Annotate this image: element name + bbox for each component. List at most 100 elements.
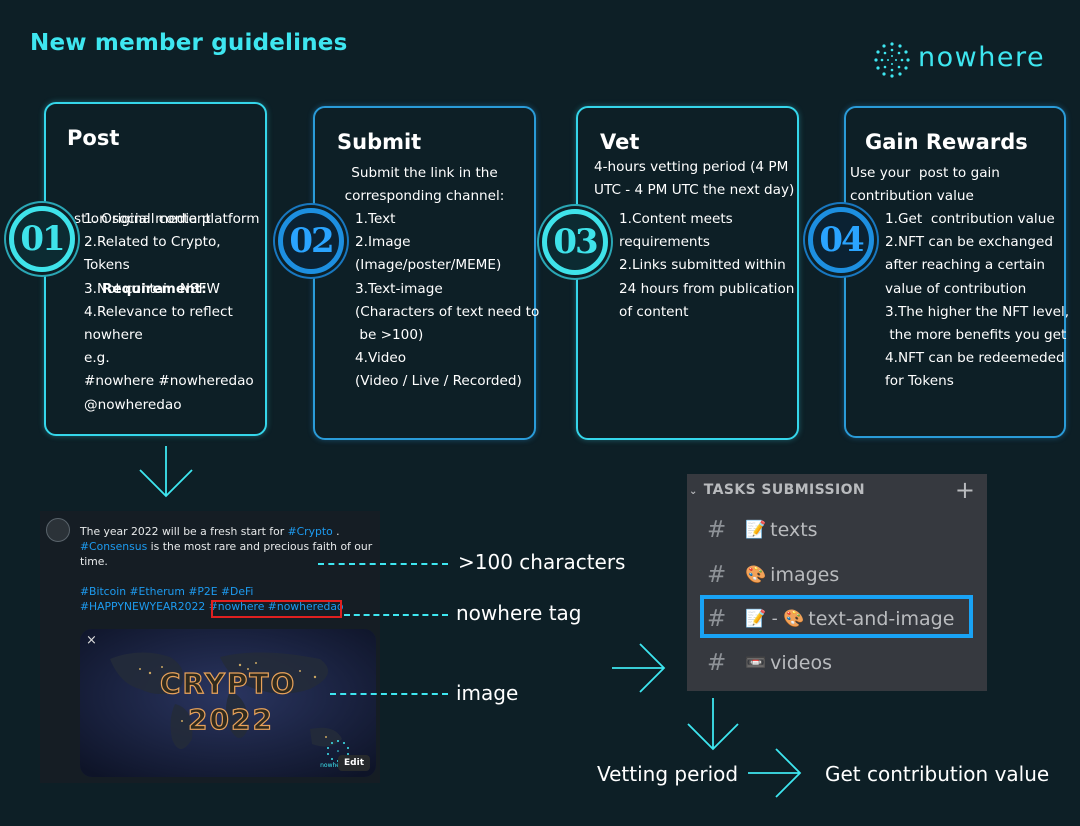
step-line: requirements <box>619 234 710 251</box>
channel-label: videos <box>770 652 832 674</box>
step-line: the more benefits you get <box>885 326 1067 343</box>
step-line: of content <box>619 303 689 320</box>
tweet-line: The year 2022 will be a fresh start for … <box>80 524 372 539</box>
step-intro: 4-hours vetting period (4 PM UTC - 4 PM U… <box>594 156 794 202</box>
page-title: New member guidelines <box>30 30 348 56</box>
category-header[interactable]: ⌄ TASKS SUBMISSION <box>689 482 865 498</box>
step-intro: Use your post to gain contribution value <box>850 162 1000 208</box>
step-line: nowhere <box>84 326 143 343</box>
channel-label: images <box>770 564 840 586</box>
step-line: 4.Relevance to reflect <box>84 303 233 320</box>
step-line: (Video / Live / Recorded) <box>355 373 522 390</box>
step-line: 2.Links submitted within <box>619 257 786 274</box>
hashtag-link[interactable]: #HAPPYNEWYEAR2022 #nowhere #nowheredao <box>80 600 344 613</box>
annotation-connector <box>330 693 448 695</box>
memo-palette-icon: 📝 - 🎨 <box>745 609 805 629</box>
tweet-text-segment: time. <box>80 555 108 568</box>
step-number-01: 01 <box>9 206 75 272</box>
tag-highlight-box <box>211 600 342 618</box>
channel-label: text-and-image <box>808 608 955 630</box>
step-line: 4.Video <box>355 350 407 367</box>
memo-icon: 📝 <box>745 520 767 540</box>
step-number-04: 04 <box>808 207 874 273</box>
hash-icon: # <box>707 562 727 588</box>
step-line: 2.Image <box>355 234 411 251</box>
channel-texts[interactable]: # 📝 texts <box>707 515 818 545</box>
arrow-right-icon <box>612 643 666 693</box>
tweet-text-segment: . <box>332 525 340 538</box>
step-line: UTC - 4 PM UTC the next day) <box>594 182 795 199</box>
channel-text-and-image[interactable]: # 📝 - 🎨 text-and-image <box>707 604 954 634</box>
step-card-gain-rewards: Gain Rewards Use your post to gain contri… <box>844 106 1070 438</box>
step-card-post: Post Post on social media platform Requi… <box>44 102 267 436</box>
step-line: e.g. <box>84 350 110 367</box>
discord-channel-list: ⌄ TASKS SUBMISSION + # 📝 texts # 🎨 images… <box>687 474 987 691</box>
tweet-line: #HAPPYNEWYEAR2022 #nowhere #nowheredao <box>80 599 372 614</box>
step-line: be >100) <box>355 326 424 343</box>
palette-icon: 🎨 <box>745 565 767 585</box>
step-line: 4-hours vetting period (4 PM <box>594 159 789 175</box>
annotation-image: image <box>456 681 519 705</box>
annotation-connector <box>344 614 448 616</box>
logo-text: nowhere <box>918 42 1046 73</box>
contribution-value-label: Get contribution value <box>825 762 1050 786</box>
tweet-text-segment: The year 2022 will be a fresh start for <box>80 525 288 538</box>
annotation-characters: >100 characters <box>458 550 626 574</box>
tweet-image: CRYPTO 2022 × nowhe Edit <box>80 629 376 777</box>
step-line: 4.NFT can be redeemeded <box>885 350 1065 367</box>
annotation-connector <box>318 563 448 565</box>
arrow-right-icon <box>748 748 802 798</box>
avatar <box>46 518 70 542</box>
step-line: after reaching a certain <box>885 257 1046 274</box>
step-line: Tokens <box>84 257 130 274</box>
hashtag-link[interactable]: #Crypto <box>287 525 333 538</box>
nowhere-logo: nowhere <box>872 38 1046 82</box>
selected-channel-highlight <box>700 595 973 638</box>
channel-images[interactable]: # 🎨 images <box>707 560 839 590</box>
close-icon[interactable]: × <box>86 633 97 648</box>
step-line: corresponding channel: <box>344 188 505 205</box>
step-line: 2.Related to Crypto, <box>84 234 221 251</box>
step-line: Use your post to gain <box>850 165 1000 181</box>
hashtag-link[interactable]: #Consensus <box>80 540 148 553</box>
world-map-image <box>80 629 376 777</box>
step-line: (Characters of text need to <box>355 303 540 320</box>
step-number-03: 03 <box>542 209 608 275</box>
step-line: 3.The higher the NFT level, <box>885 303 1070 320</box>
step-line: @nowheredao <box>84 396 182 413</box>
channel-label: texts <box>770 519 818 541</box>
tweet-line <box>80 569 372 584</box>
step-title: Vet <box>600 130 640 154</box>
channel-videos[interactable]: # 📼 videos <box>707 648 832 678</box>
hashtag-link[interactable]: #Bitcoin #Etherum #P2E #DeFi <box>80 585 254 598</box>
image-text-crypto: CRYPTO <box>159 666 297 700</box>
hash-icon: # <box>707 517 727 543</box>
vetting-period-label: Vetting period <box>597 762 739 786</box>
logo-icon <box>874 42 910 78</box>
step-line: 1.Text <box>355 211 396 227</box>
tweet-line: time. <box>80 554 372 569</box>
edit-button[interactable]: Edit <box>338 755 370 771</box>
step-title: Submit <box>337 130 422 154</box>
hash-icon: # <box>707 650 727 676</box>
step-card-vet: Vet 4-hours vetting period (4 PM UTC - 4 … <box>576 106 799 440</box>
step-line: contribution value <box>850 188 974 205</box>
category-label: TASKS SUBMISSION <box>703 482 865 498</box>
chevron-down-icon: ⌄ <box>689 486 698 497</box>
tweet-example: The year 2022 will be a fresh start for … <box>40 511 380 783</box>
step-title: Gain Rewards <box>865 130 1028 154</box>
step-line: 24 hours from publication <box>619 280 795 297</box>
add-channel-icon[interactable]: + <box>954 476 975 504</box>
tweet-line: #Bitcoin #Etherum #P2E #DeFi <box>80 584 372 599</box>
step-line: value of contribution <box>885 280 1027 297</box>
step-number-02: 02 <box>278 208 344 274</box>
image-text-year: 2022 <box>187 702 274 736</box>
step-line: 2.NFT can be exchanged <box>885 234 1053 251</box>
arrow-down-icon <box>687 698 739 751</box>
step-line: 3.Text-image <box>355 280 443 297</box>
